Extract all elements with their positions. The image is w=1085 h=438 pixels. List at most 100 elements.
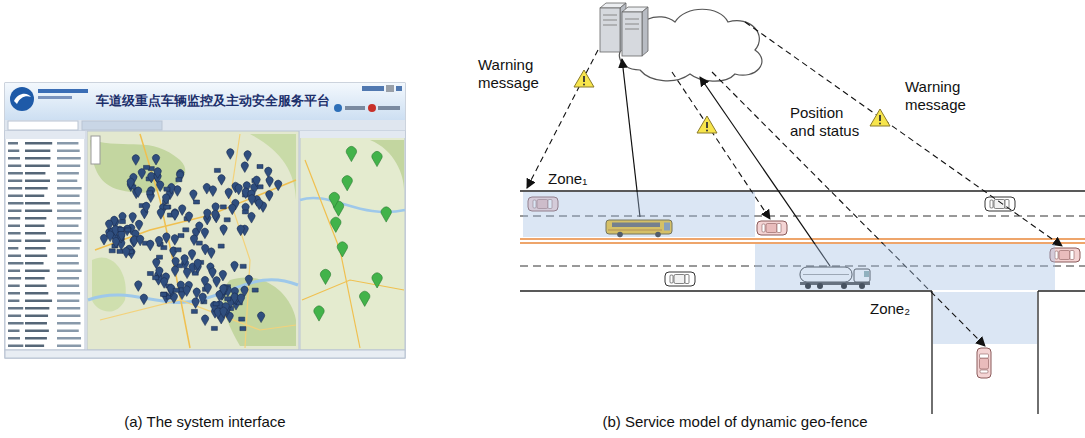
geo-fence-zone: Zone₂ [755,244,1055,290]
warning-triangle [870,109,890,126]
list-row-part [57,217,81,220]
car-icon-part [980,358,989,369]
vehicle-marker [177,171,184,182]
list-row [8,247,80,250]
vehicle-marker [240,264,246,268]
list-row-part [8,292,20,295]
list-row [8,180,77,183]
list-row-part [25,322,47,325]
list-row-part [57,345,81,348]
list-row-part [57,292,80,295]
zone-extension [933,292,1037,344]
vehicle-marker [225,188,232,199]
vehicle-marker [164,187,170,191]
vehicle-marker [202,244,209,255]
list-row [8,157,81,160]
list-row-part [57,232,82,235]
list-row-part [57,142,78,145]
list-header [5,131,85,139]
car-icon-part [766,224,777,233]
list-row-part [8,300,19,303]
vehicle-marker [123,248,130,259]
header-title-band: 车道级重点车辆监控及主动安全服务平台 [92,91,336,112]
list-row-part [8,285,20,288]
map-road [305,160,360,348]
map-road [95,180,296,250]
zoom-control [91,136,100,164]
server-tower-part [625,24,639,25]
screenshot-frame [5,83,405,358]
list-row-part [57,240,81,243]
vehicle-marker [154,168,161,179]
list-row [8,195,80,198]
list-row-part [57,270,82,273]
brand-bar [38,89,88,93]
vehicle-marker [237,225,244,236]
list-row-part [57,285,79,288]
vehicle-marker [237,294,244,305]
message-label: Warning message [478,56,554,92]
list-row-part [25,150,50,153]
server-tower-part [625,19,639,20]
server-tower-part [603,20,617,21]
vehicle-marker [241,162,248,173]
list-row [8,292,80,295]
vehicle-marker [118,228,124,232]
list-row-part [8,337,20,340]
list-row-part [57,262,79,265]
list-row [8,345,81,348]
list-row [8,315,80,318]
vehicle-marker [225,297,231,301]
vehicle-marker [235,184,242,195]
vehicle-marker [248,195,255,206]
vehicle-marker [220,307,227,318]
station-marker [314,306,324,321]
tab [8,121,78,130]
list-row-part [57,225,78,228]
vehicle-marker [125,228,131,232]
list-row-part [57,180,77,183]
vehicle-marker [265,167,272,178]
server-tower-part [622,12,642,56]
list-row [8,225,78,228]
warning-triangle-part [879,115,881,121]
warning-triangle-part [583,76,585,82]
server-tower [622,7,648,56]
vehicle-marker [202,315,209,326]
list-row-part [8,262,23,265]
vehicle-marker [148,172,155,183]
logo [10,87,34,111]
list-row [8,187,82,190]
car-icon-part [685,275,689,284]
map-road [140,134,190,348]
vehicle-marker [209,186,216,197]
vehicle-marker [244,151,251,162]
vehicle-marker [188,250,195,261]
vehicle-marker [194,259,201,270]
warning-arrow [745,22,1062,246]
car-icon [985,197,1015,211]
vehicle-marker [266,177,273,188]
header-icon [334,104,342,112]
vehicle-marker [118,230,125,241]
list-row-part [8,172,23,175]
vehicle-marker [190,190,197,201]
list-row-part [25,217,46,220]
vehicle-marker [161,292,167,296]
list-row-part [8,322,24,325]
list-row-part [8,255,21,258]
car-icon-part [980,370,988,373]
warning-triangle-part [706,122,708,128]
vehicle-marker [173,288,179,292]
vehicle-marker [253,176,260,187]
car-icon-part [674,275,685,284]
server-tower-part [603,15,617,16]
vehicle-marker [201,228,208,239]
list-row-part [25,210,52,213]
vehicle-marker [257,165,263,169]
list-row [8,322,81,325]
list-row-part [57,210,82,213]
list-row-part [8,240,21,243]
station-marker [337,242,347,257]
vehicle-marker [204,209,211,220]
